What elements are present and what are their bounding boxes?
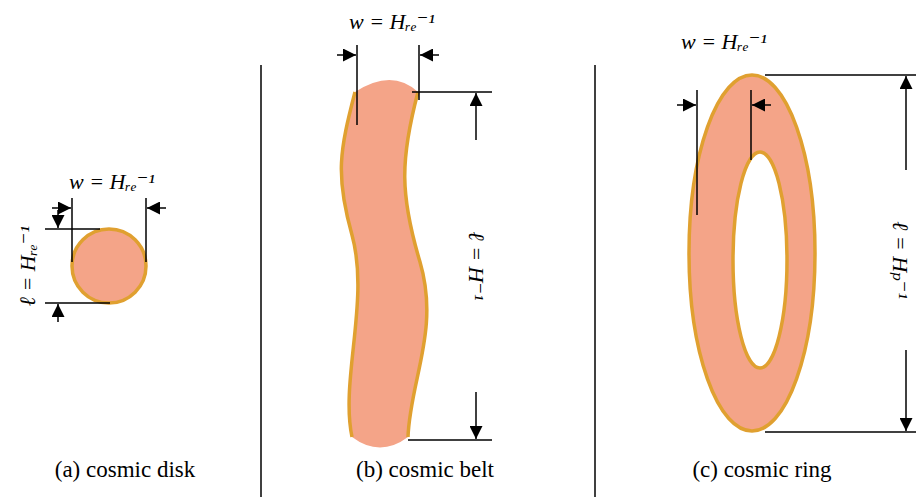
- ring-inner-edge: [733, 152, 787, 368]
- belt-edge: [341, 92, 358, 437]
- dimension-lines: [337, 45, 492, 440]
- belt-edge: [405, 92, 427, 437]
- panel-caption: (a) cosmic disk: [53, 457, 198, 482]
- cosmic-belt: [341, 80, 427, 448]
- length-label: ℓ = Hᵣₑ⁻¹: [16, 224, 40, 308]
- dimension-lines: [45, 198, 166, 322]
- ring-outer-edge: [689, 75, 815, 431]
- dimension-lines: [677, 75, 916, 432]
- divider: [594, 65, 596, 497]
- panel-caption: (c) cosmic ring: [690, 457, 833, 482]
- cosmic-ring: [689, 75, 815, 431]
- cosmic-disk: [72, 229, 146, 303]
- width-label: w = Hᵣₑ⁻¹: [679, 30, 769, 54]
- divider: [260, 65, 262, 497]
- length-label: ℓ = H⁻¹: [464, 229, 488, 302]
- panel-caption: (b) cosmic belt: [354, 457, 496, 482]
- width-label: w = Hᵣₑ⁻¹: [347, 10, 437, 34]
- length-label: ℓ = Hₚ⁻¹: [888, 219, 912, 301]
- width-label: w = Hᵣₑ⁻¹: [67, 170, 157, 194]
